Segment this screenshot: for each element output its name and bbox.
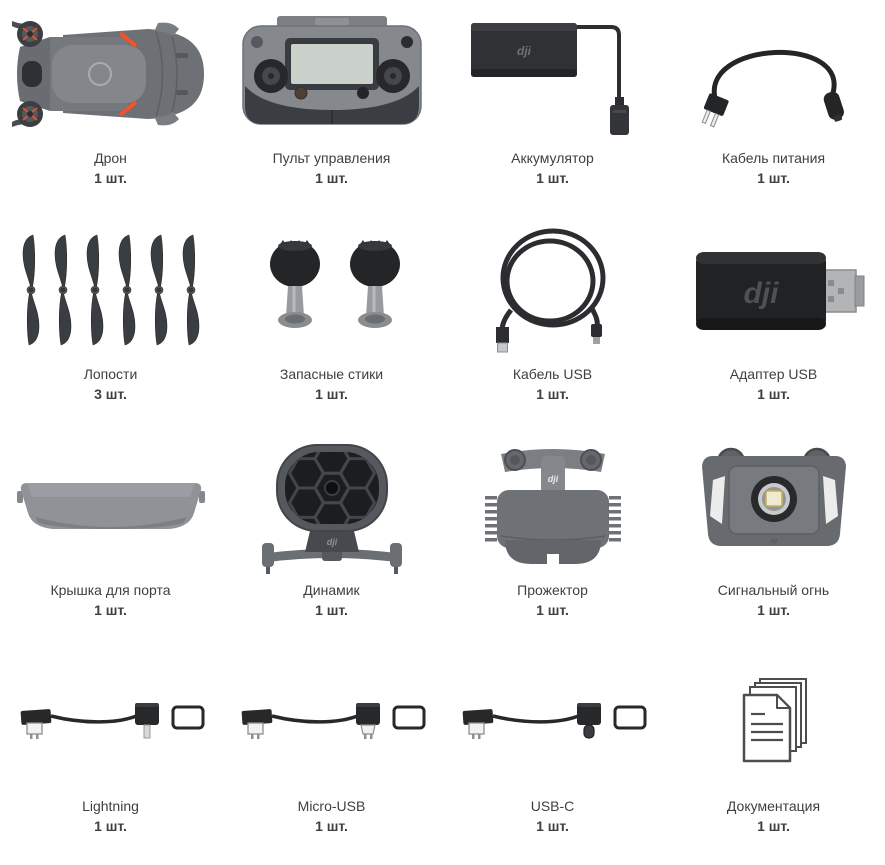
package-item-port-cover: Крышка для порта 1 шт. (0, 432, 221, 648)
item-name: Пульт управления (272, 150, 391, 166)
beacon-icon: dji (701, 447, 846, 546)
spare-sticks-icon (269, 239, 400, 328)
package-item-propellers: Лопости 3 шт. (0, 216, 221, 432)
item-name: Динамик (303, 582, 360, 598)
propellers-icon (22, 234, 199, 345)
package-item-spare-sticks: Запасные стики 1 шт. (221, 216, 442, 432)
item-name: Дрон (94, 150, 127, 166)
item-name: Крышка для порта (50, 582, 171, 598)
item-name: Лопости (83, 366, 138, 382)
item-count: 1 шт. (536, 170, 569, 186)
item-name: Адаптер USB (729, 366, 818, 382)
remote-controller-icon (241, 16, 422, 125)
documentation-icon (742, 677, 807, 762)
item-name: Сигнальный огнь (717, 582, 830, 598)
item-count: 1 шт. (757, 602, 790, 618)
item-name: Кабель питания (721, 150, 826, 166)
package-item-usb-c-cable: USB-C 1 шт. (442, 648, 663, 864)
package-item-speaker: dji Динамик 1 шт. (221, 432, 442, 648)
item-name: Прожектор (517, 582, 588, 598)
power-cable-icon (701, 49, 844, 127)
item-count: 1 шт. (315, 602, 348, 618)
svg-text:dji: dji (517, 44, 532, 58)
item-count: 1 шт. (315, 818, 348, 834)
usb-adapter-icon: dji (696, 252, 865, 330)
svg-text:dji: dji (326, 537, 337, 547)
package-item-remote-controller: Пульт управления 1 шт. (221, 0, 442, 216)
usb-cable-icon (495, 228, 605, 353)
item-name: Micro-USB (297, 798, 366, 814)
package-item-beacon: dji Сигнальный огнь 1 шт. (663, 432, 884, 648)
item-name: Кабель USB (512, 366, 593, 382)
battery-charger-icon: dji (470, 23, 629, 135)
package-item-drone: Дрон 1 шт. (0, 0, 221, 216)
item-count: 1 шт. (94, 602, 127, 618)
svg-text:dji: dji (744, 277, 780, 310)
item-name: Lightning (82, 798, 139, 814)
lightning-cable-icon (20, 702, 205, 739)
item-name: Аккумулятор (511, 150, 594, 166)
package-item-documentation: Документация 1 шт. (663, 648, 884, 864)
package-item-usb-adapter: dji Адаптер USB 1 шт. (663, 216, 884, 432)
item-count: 1 шт. (536, 386, 569, 402)
item-count: 3 шт. (94, 386, 127, 402)
item-name: Запасные стики (279, 366, 384, 382)
micro-usb-cable-icon (241, 702, 426, 739)
speaker-icon: dji (261, 443, 402, 574)
item-count: 1 шт. (315, 386, 348, 402)
package-item-power-cable: Кабель питания 1 шт. (663, 0, 884, 216)
item-count: 1 шт. (536, 602, 569, 618)
package-item-spotlight: dji Прожектор 1 шт. (442, 432, 663, 648)
spotlight-icon: dji (484, 449, 621, 564)
usb-c-cable-icon (462, 702, 647, 739)
package-item-micro-usb-cable: Micro-USB 1 шт. (221, 648, 442, 864)
item-count: 1 шт. (315, 170, 348, 186)
item-name: USB-C (530, 798, 575, 814)
drone-top-view-icon (12, 21, 204, 127)
svg-text:dji: dji (547, 474, 558, 484)
item-name: Документация (726, 798, 821, 814)
item-count: 1 шт. (536, 818, 569, 834)
item-count: 1 шт. (757, 386, 790, 402)
package-item-lightning-cable: Lightning 1 шт. (0, 648, 221, 864)
svg-text:dji: dji (770, 539, 777, 545)
item-count: 1 шт. (757, 170, 790, 186)
item-count: 1 шт. (757, 818, 790, 834)
item-count: 1 шт. (94, 818, 127, 834)
port-cover-icon (16, 483, 205, 529)
package-item-battery-charger: dji Аккумулятор 1 шт. (442, 0, 663, 216)
item-count: 1 шт. (94, 170, 127, 186)
package-item-usb-cable: Кабель USB 1 шт. (442, 216, 663, 432)
